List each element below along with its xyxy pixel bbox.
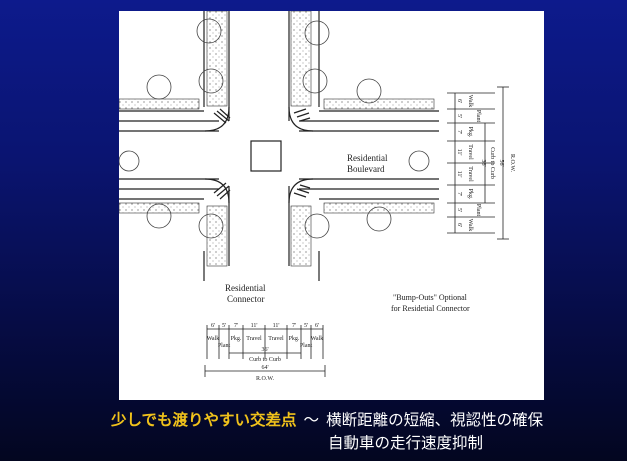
crosswalk-nw — [213, 108, 231, 124]
connector-edges-north — [203, 11, 320, 121]
right-width-4: 11' — [456, 171, 462, 178]
boulevard-label-2: Boulevard — [347, 164, 385, 174]
sidewalk-se — [290, 205, 312, 267]
boulevard-edges-east-bottom — [299, 178, 439, 200]
right-lane-5: Pkg. — [467, 189, 473, 200]
right-lane-4: Travel — [467, 166, 473, 182]
boulevard-label-1: Residential — [347, 153, 388, 163]
right-lane-6: Plant — [475, 204, 481, 217]
caption-text-line1: 横断距離の短縮、視認性の確保 — [326, 411, 544, 429]
connector-label-2: Connector — [227, 294, 265, 304]
right-lane-2: Pkg. — [467, 127, 473, 138]
bottom-lane-5: Pkg. — [289, 336, 300, 342]
intersection-plan-drawing: Residential Boulevard Residential Connec… — [119, 11, 544, 400]
right-lane-1: Plant — [475, 110, 481, 123]
bottom-lane-2: Pkg. — [231, 336, 242, 342]
right-row-width: 56' — [498, 159, 504, 166]
right-width-6: 5' — [456, 208, 462, 212]
curb-return-se — [288, 178, 314, 204]
bottom-width-1: 5' — [222, 323, 226, 329]
right-curb-label: Curb to Curb — [489, 147, 495, 179]
right-curb-width: 36' — [480, 159, 486, 166]
bottom-width-4: 11' — [273, 323, 280, 329]
caption-text-line2: 自動車の走行速度抑制 — [328, 434, 484, 452]
boulevard-edges-east-top — [299, 110, 439, 132]
bottom-row-width: 64' — [261, 365, 268, 371]
caption-line1: 少しでも渡りやすい交差点 ～ 横断距離の短縮、視認性の確保 — [111, 408, 543, 432]
sidewalk-west-bottom — [119, 202, 200, 214]
right-lane-7: Walk — [467, 219, 473, 232]
sidewalk-nw — [206, 11, 228, 107]
connector-edges-south — [203, 186, 320, 281]
right-width-5: 7' — [456, 192, 462, 196]
right-cross-section: 6'5'7'11'11'7'5'6'WalkPlantPkg.TravelTra… — [447, 86, 515, 240]
tree-canopies — [119, 18, 430, 239]
bottom-width-7: 6' — [315, 323, 319, 329]
right-width-1: 5' — [456, 114, 462, 118]
crosswalk-se — [293, 184, 311, 198]
sidewalk-west-top — [119, 98, 200, 110]
right-lane-3: Travel — [467, 144, 473, 160]
curb-return-ne — [288, 106, 314, 132]
bottom-lane-6: Plant — [300, 343, 313, 349]
bottom-width-2: 7' — [234, 323, 238, 329]
bottom-width-0: 6' — [211, 323, 215, 329]
bottom-lane-4: Travel — [268, 336, 284, 342]
bottom-curb-width: 36' — [261, 347, 268, 353]
bottom-lane-0: Walk — [207, 336, 220, 342]
bottom-row-label: R.O.W. — [256, 376, 274, 382]
sidewalk-east-bottom — [323, 202, 435, 214]
plan-svg: Residential Boulevard Residential Connec… — [119, 11, 515, 382]
bumpouts-note-line2: for Residetial Connector — [391, 304, 470, 313]
bottom-width-6: 5' — [304, 323, 308, 329]
caption-tilde: ～ — [303, 411, 320, 429]
bottom-width-5: 7' — [292, 323, 296, 329]
crosswalk-sw — [213, 182, 231, 200]
sidewalk-east-top — [323, 98, 435, 110]
crosswalk-ne — [293, 108, 311, 122]
boulevard-edges-west-top — [119, 110, 219, 132]
right-width-0: 6' — [456, 99, 462, 103]
curb-return-nw — [204, 106, 230, 132]
caption: 少しでも渡りやすい交差点 ～ 横断距離の短縮、視認性の確保 自動車の走行速度抑制 — [0, 408, 627, 458]
right-width-2: 7' — [456, 130, 462, 134]
bottom-width-3: 11' — [251, 323, 258, 329]
right-width-7: 6' — [456, 223, 462, 227]
connector-label-1: Residential — [225, 283, 266, 293]
caption-highlight: 少しでも渡りやすい交差点 — [111, 411, 297, 429]
right-lane-0: Walk — [467, 95, 473, 108]
right-row-label: R.O.W. — [509, 154, 515, 172]
bottom-lane-7: Walk — [311, 336, 324, 342]
bottom-curb-label: Curb to Curb — [249, 357, 281, 363]
bumpouts-note-line1: "Bump-Outs" Optional — [393, 293, 468, 302]
center-island — [250, 140, 282, 172]
bottom-lane-1: Plant — [218, 343, 231, 349]
right-width-3: 11' — [456, 149, 462, 156]
sidewalk-ne — [290, 11, 312, 107]
boulevard-edges-west-bottom — [119, 178, 219, 200]
bottom-lane-3: Travel — [246, 336, 262, 342]
